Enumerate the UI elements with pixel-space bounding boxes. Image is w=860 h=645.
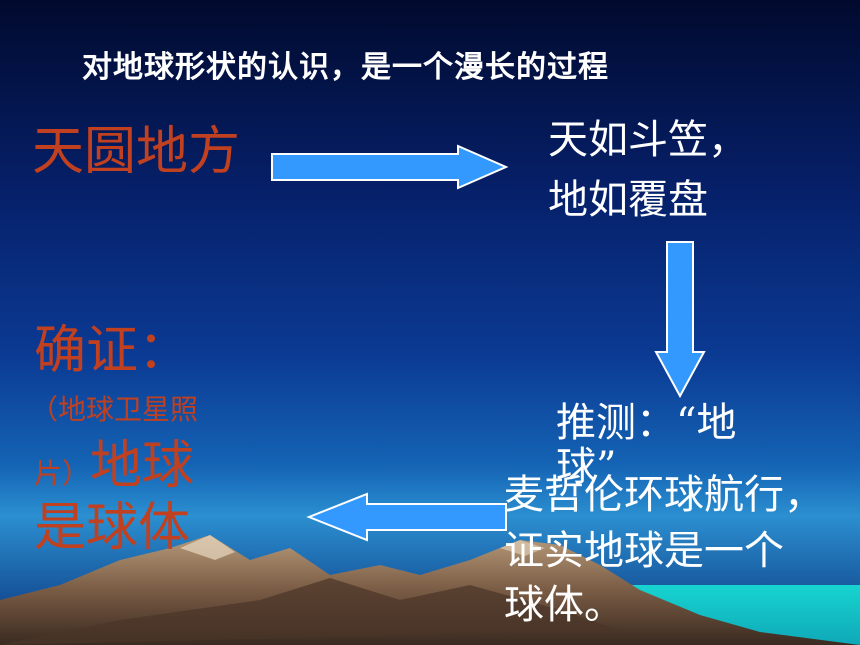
stage-confirmation: 确证： （地球卫星照 片）地球 是球体 [30, 320, 198, 560]
confirm-note-line1: （地球卫星照 [30, 393, 199, 426]
stage2-line1: 天如斗笠， [548, 117, 748, 163]
confirm-label: 确证： [34, 321, 191, 381]
stage3-line1: 推测：“地 [556, 400, 737, 446]
stage4-line1: 麦哲伦环球航行， [504, 472, 824, 518]
slide-title: 对地球形状的认识，是一个漫长的过程 [82, 50, 609, 85]
left-arrow [306, 492, 507, 542]
stage-heaven-like-hat: 天如斗笠， 地如覆盘 [548, 115, 748, 225]
stage4-line2: 证实地球是一个 [504, 528, 784, 574]
confirm-result-line1: 地球 [90, 436, 195, 496]
stage3-line2: 球” [556, 444, 617, 490]
confirm-result-line2: 是球体 [34, 498, 191, 558]
right-arrow [271, 144, 509, 190]
stage4-line3: 球体。 [504, 582, 624, 628]
stage-magellan: 麦哲伦环球航行， 证实地球是一个 球体。 [504, 470, 824, 630]
down-arrow [654, 241, 706, 399]
confirm-note-line2: 片） [34, 457, 91, 490]
stage-hypothesis: 推测：“地 球” [556, 398, 736, 492]
stage-heaven-round-earth-square: 天圆地方 [32, 122, 241, 182]
stage2-line2: 地如覆盘 [548, 177, 708, 223]
